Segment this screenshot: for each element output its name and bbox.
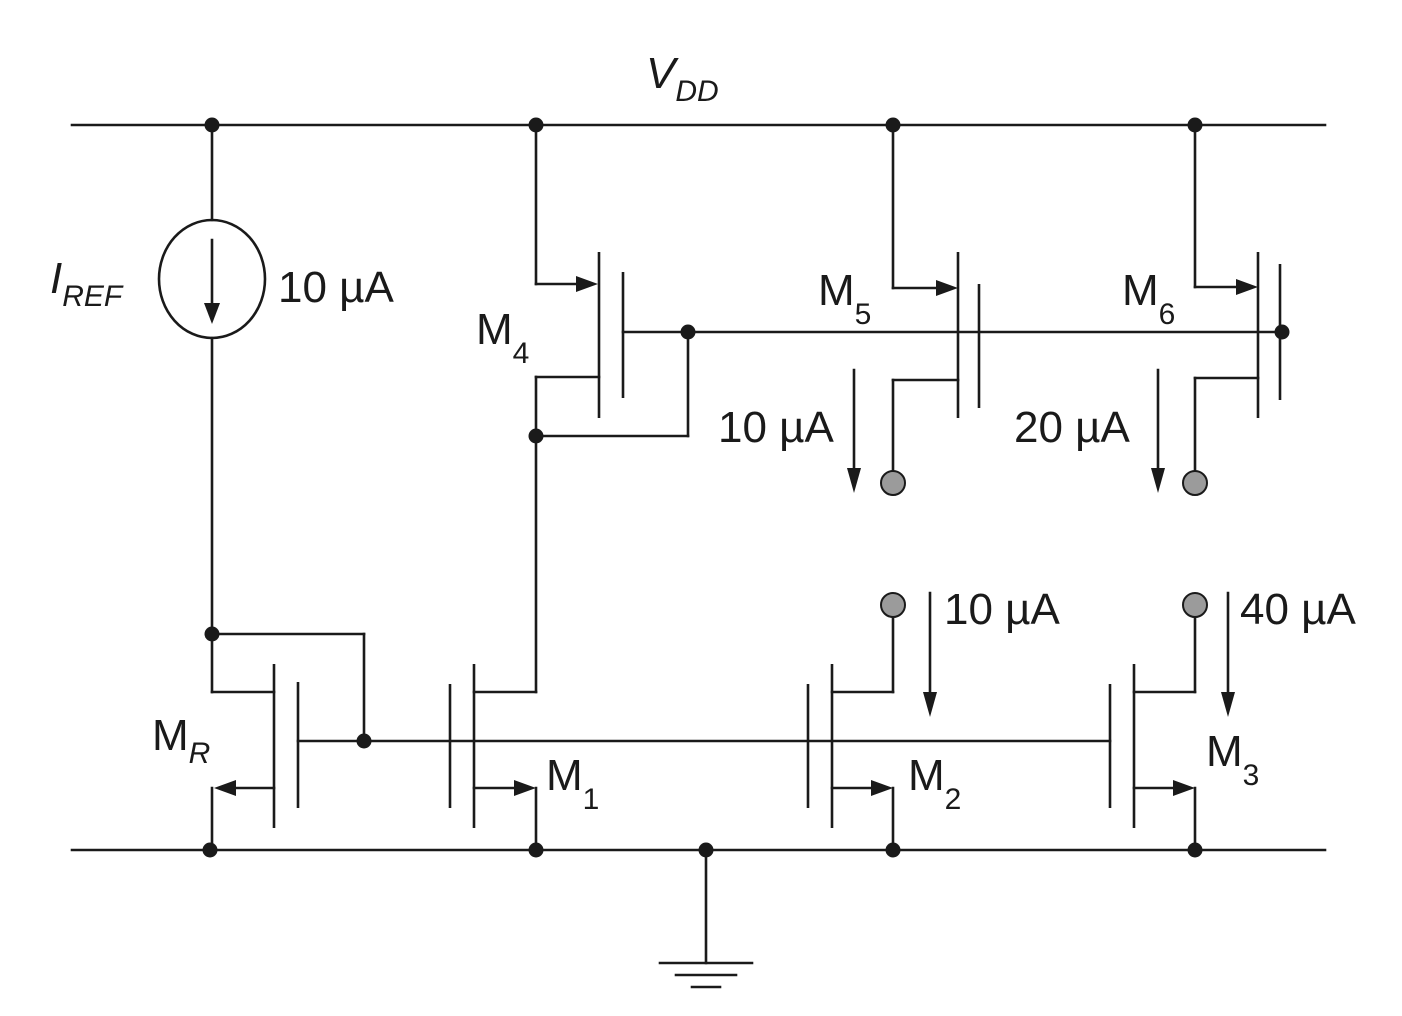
m2-current-arrow-icon xyxy=(923,692,937,717)
m3-current-label: 40 µA xyxy=(1240,585,1357,634)
m6-current-label: 20 µA xyxy=(1014,403,1131,452)
transistor-m3 xyxy=(1108,616,1197,852)
transistor-m1 xyxy=(448,434,538,852)
reference-current-arrow-icon xyxy=(204,303,220,324)
m4-label: M4 xyxy=(476,305,529,370)
m6-current-arrow-icon xyxy=(1151,468,1165,493)
m6-source-arrow-icon xyxy=(1236,279,1258,295)
ground-symbol xyxy=(658,848,754,989)
m2-label: M2 xyxy=(908,751,961,816)
m6-label: M6 xyxy=(1122,266,1175,331)
m5-current-label: 10 µA xyxy=(718,403,835,452)
vdd-label: VDD xyxy=(646,49,719,108)
reference-current-source xyxy=(157,123,267,636)
transistor-m6 xyxy=(1193,123,1282,472)
m1-source-arrow-icon xyxy=(514,780,536,796)
mr-label: MR xyxy=(152,711,210,770)
transistor-mr xyxy=(210,632,366,852)
m3-output-terminal xyxy=(1182,592,1208,618)
current-arrow-m2 xyxy=(923,591,937,717)
iref-label: IREF xyxy=(50,254,124,313)
m3-source-arrow-icon xyxy=(1173,780,1195,796)
junction-dots xyxy=(202,117,1290,858)
m3-current-arrow-icon xyxy=(1221,692,1235,717)
m1-label: M1 xyxy=(546,751,599,816)
transistor-m4 xyxy=(534,123,690,438)
current-arrow-m3 xyxy=(1221,591,1235,717)
mr-source-arrow-icon xyxy=(214,780,236,796)
m2-current-label: 10 µA xyxy=(944,585,1061,634)
m5-label: M5 xyxy=(818,266,871,331)
m4-source-arrow-icon xyxy=(576,276,598,292)
iref-value-label: 10 µA xyxy=(278,263,395,312)
current-arrow-m6 xyxy=(1151,368,1165,493)
m5-source-arrow-icon xyxy=(936,280,958,296)
m5-current-arrow-icon xyxy=(847,468,861,493)
m3-label: M3 xyxy=(1206,727,1259,792)
m2-source-arrow-icon xyxy=(871,780,893,796)
m6-output-terminal xyxy=(1182,470,1208,496)
current-arrow-m5 xyxy=(847,368,861,493)
transistor-m5 xyxy=(891,123,981,472)
m2-output-terminal xyxy=(880,592,906,618)
m5-output-terminal xyxy=(880,470,906,496)
transistor-m2 xyxy=(806,616,895,852)
